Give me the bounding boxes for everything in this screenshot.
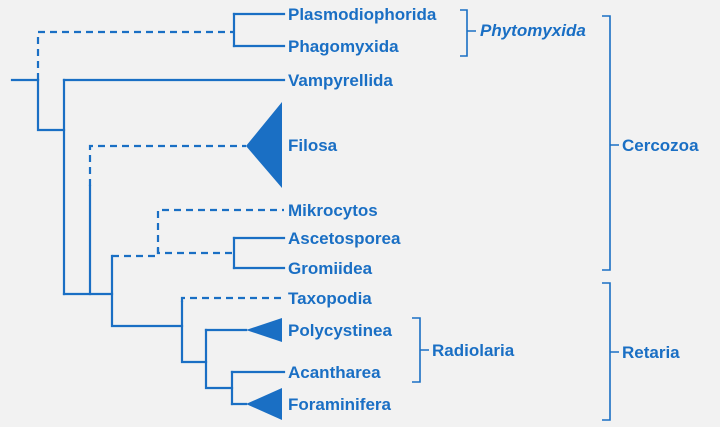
group-label-retaria: Retaria: [622, 343, 680, 362]
taxon-label-acantharea: Acantharea: [288, 363, 381, 382]
taxon-label-gromiidea: Gromiidea: [288, 259, 373, 278]
foraminifera-clade-triangle: [246, 388, 282, 420]
group-label-radiolaria: Radiolaria: [432, 341, 515, 360]
branch-phytomyxida-dashed: [36, 30, 234, 80]
branch-mid-node: [110, 254, 184, 328]
branch-core-down: [88, 184, 114, 296]
taxon-label-vampyrellida: Vampyrellida: [288, 71, 393, 90]
retaria-bracket: [602, 282, 619, 421]
branch-radiolaria-split: [204, 328, 234, 390]
filosa-clade-triangle: [246, 102, 282, 188]
branch-radiolaria-node: [180, 300, 208, 364]
taxon-label-phagomyxida: Phagomyxida: [288, 37, 399, 56]
taxon-label-polycystinea: Polycystinea: [288, 321, 392, 340]
group-label-cercozoa: Cercozoa: [622, 136, 699, 155]
branch-mikrocytos-dashed: [112, 208, 284, 258]
cercozoa-bracket: [602, 15, 619, 271]
branch-filosa-dashed: [88, 144, 246, 186]
taxon-label-plasmodiophorida: Plasmodiophorida: [288, 5, 437, 24]
taxon-label-mikrocytos: Mikrocytos: [288, 201, 378, 220]
solid-branches: [10, 12, 286, 406]
polycystinea-clade-triangle: [246, 318, 282, 342]
collapsed-clades: [246, 102, 282, 420]
branch-asceto-gromi-dashed: [156, 248, 234, 255]
group-brackets: [412, 9, 619, 421]
branch-taxopodia-dashed: [180, 296, 284, 302]
dashed-branches: [36, 30, 284, 302]
radiolaria-bracket: [412, 317, 429, 383]
taxon-label-filosa: Filosa: [288, 136, 338, 155]
taxon-label-ascetosporea: Ascetosporea: [288, 229, 401, 248]
branch-root-lower: [36, 78, 66, 132]
phytomyxida-bracket: [460, 9, 476, 57]
group-label-phytomyxida: Phytomyxida: [480, 21, 586, 40]
taxon-label-taxopodia: Taxopodia: [288, 289, 372, 308]
taxon-label-foraminifera: Foraminifera: [288, 395, 392, 414]
